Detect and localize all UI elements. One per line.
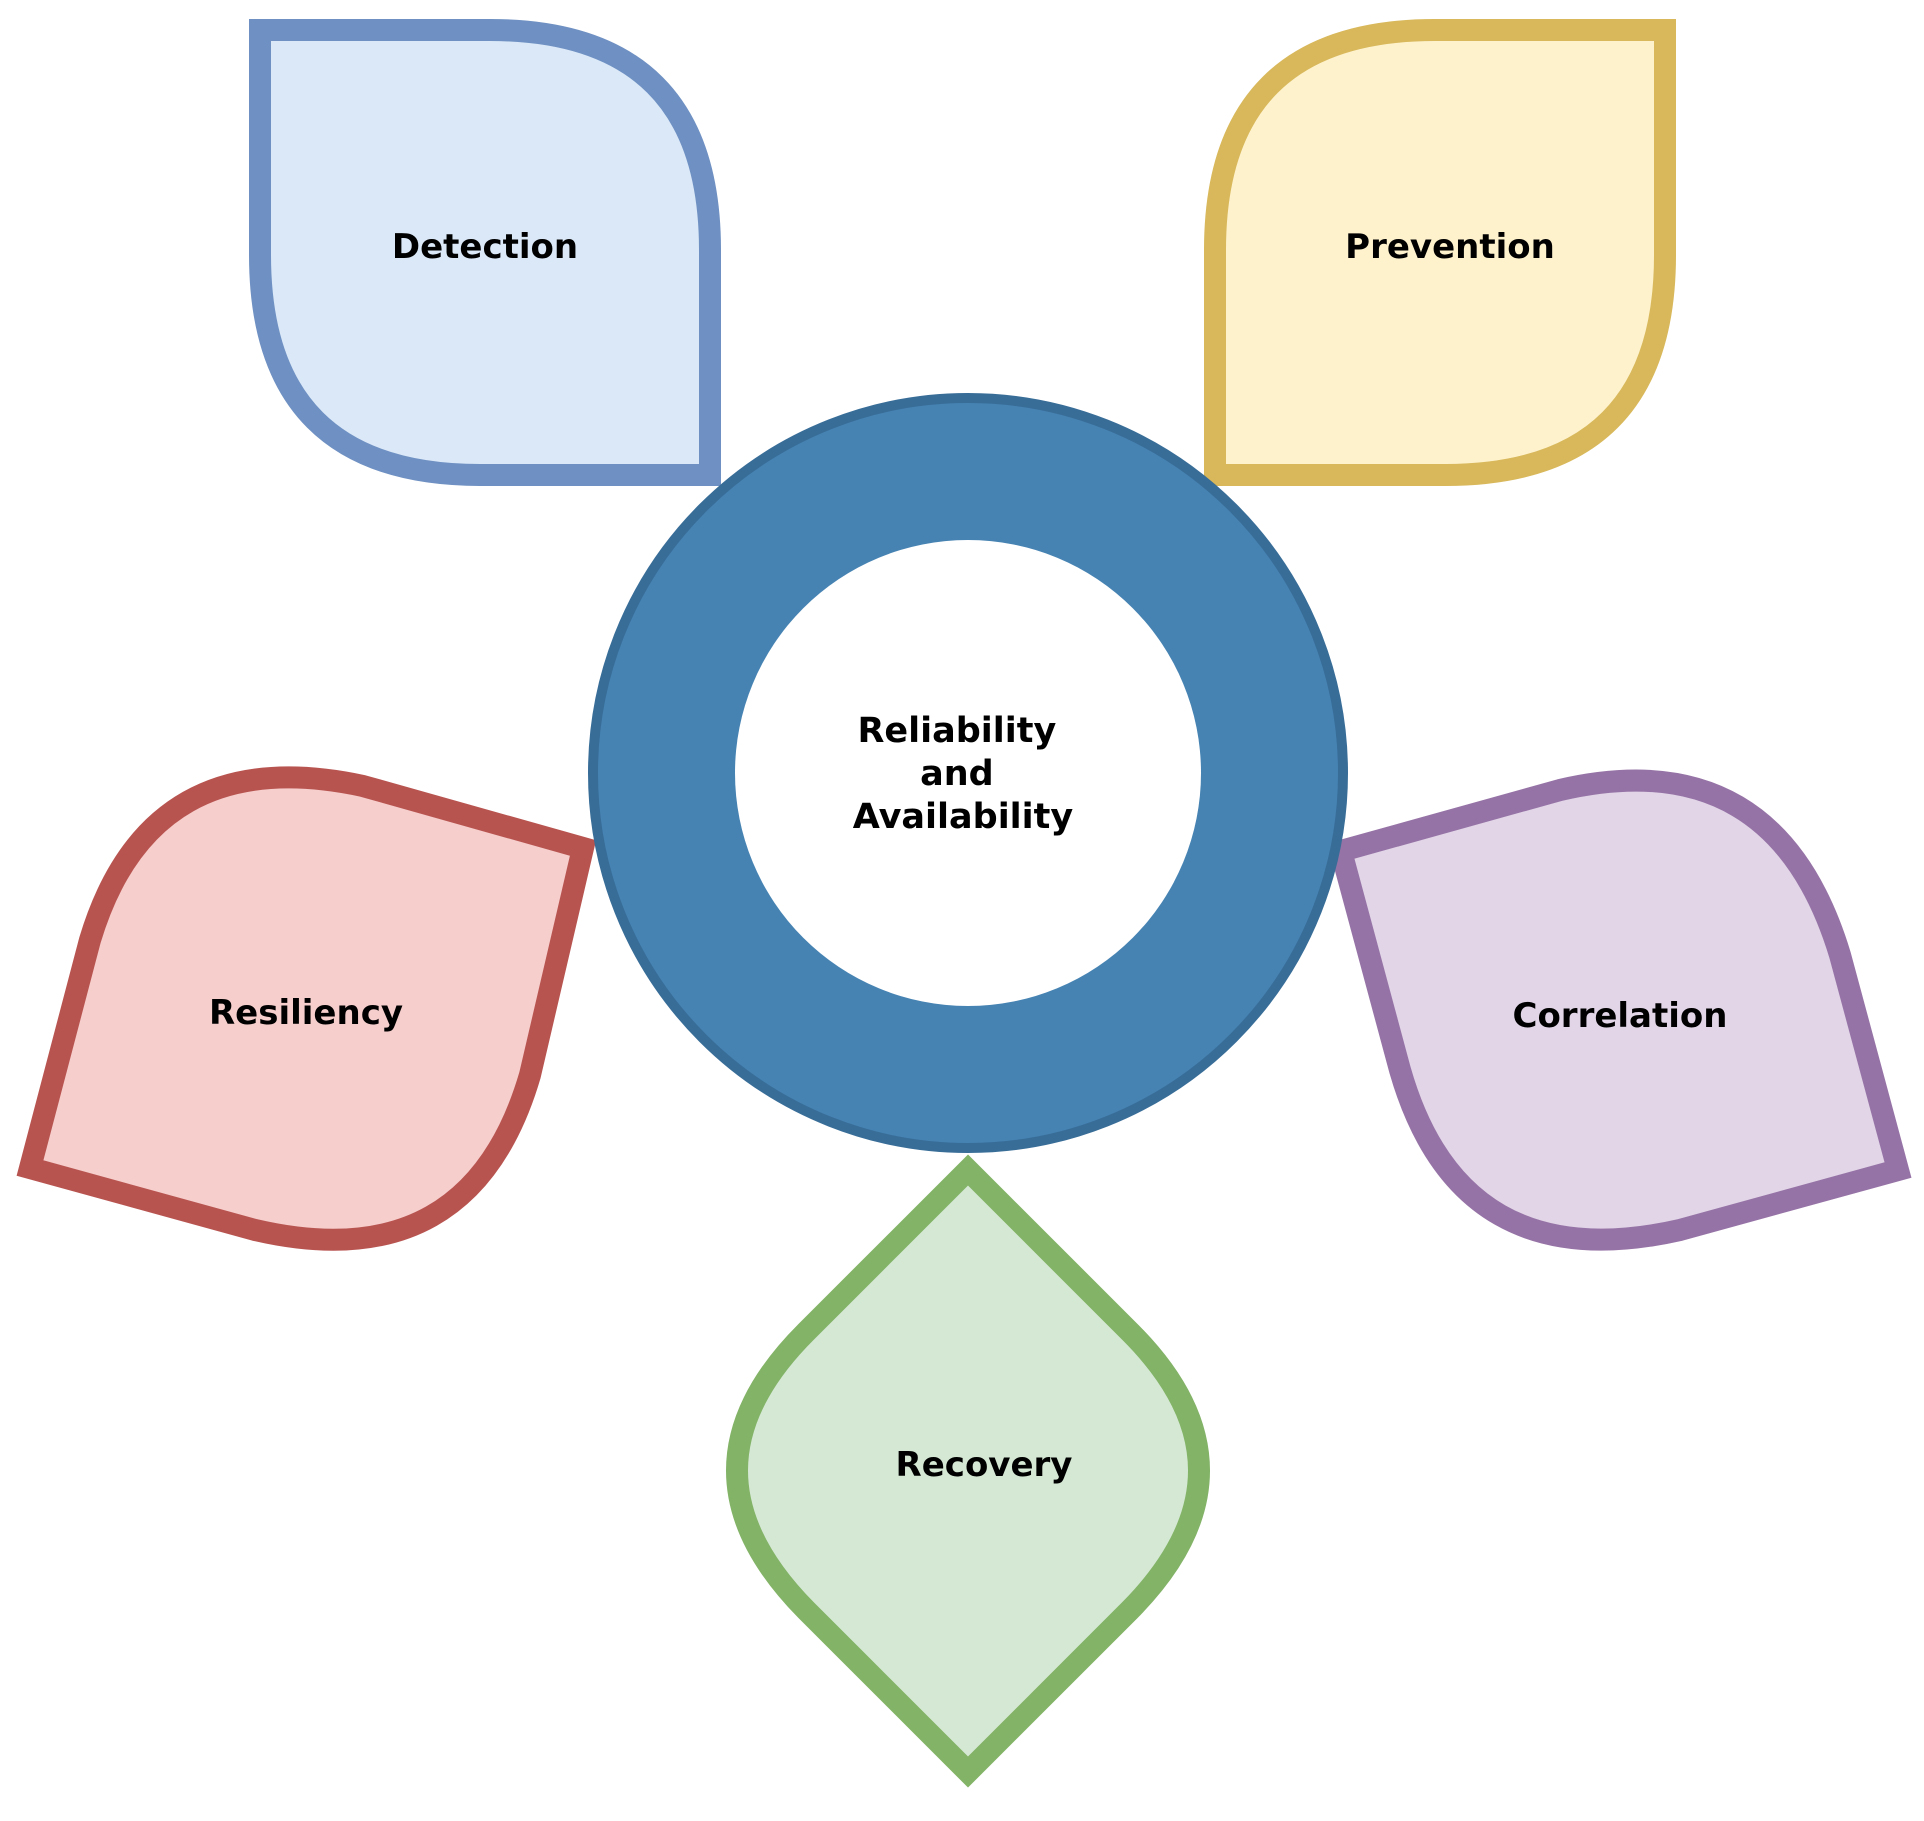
- petal-correlation-label: Correlation: [1513, 996, 1728, 1036]
- hub: Reliability and Availability: [588, 393, 1348, 1153]
- petal-recovery-shape: [726, 1154, 1210, 1788]
- hub-label: Reliability and Availability: [853, 711, 1074, 837]
- petal-detection-label: Detection: [392, 227, 578, 267]
- petal-prevention: Prevention: [1204, 19, 1676, 486]
- hub-label-line-1: Reliability: [857, 711, 1056, 751]
- hub-label-line-2: and: [920, 754, 994, 794]
- petal-prevention-shape: [1204, 19, 1676, 486]
- petal-recovery: Recovery: [726, 1154, 1210, 1788]
- petal-correlation-shape: [1327, 769, 1912, 1251]
- petal-resiliency-label: Resiliency: [209, 993, 403, 1033]
- petal-detection: Detection: [249, 19, 721, 486]
- petal-detection-shape: [249, 19, 721, 486]
- hub-center: [735, 540, 1201, 1006]
- petal-resiliency: Resiliency: [16, 766, 597, 1251]
- petal-resiliency-shape: [16, 766, 597, 1251]
- petal-recovery-label: Recovery: [896, 1445, 1073, 1485]
- hub-label-line-3: Availability: [853, 797, 1074, 837]
- petal-correlation: Correlation: [1327, 769, 1912, 1251]
- petal-prevention-label: Prevention: [1345, 227, 1555, 267]
